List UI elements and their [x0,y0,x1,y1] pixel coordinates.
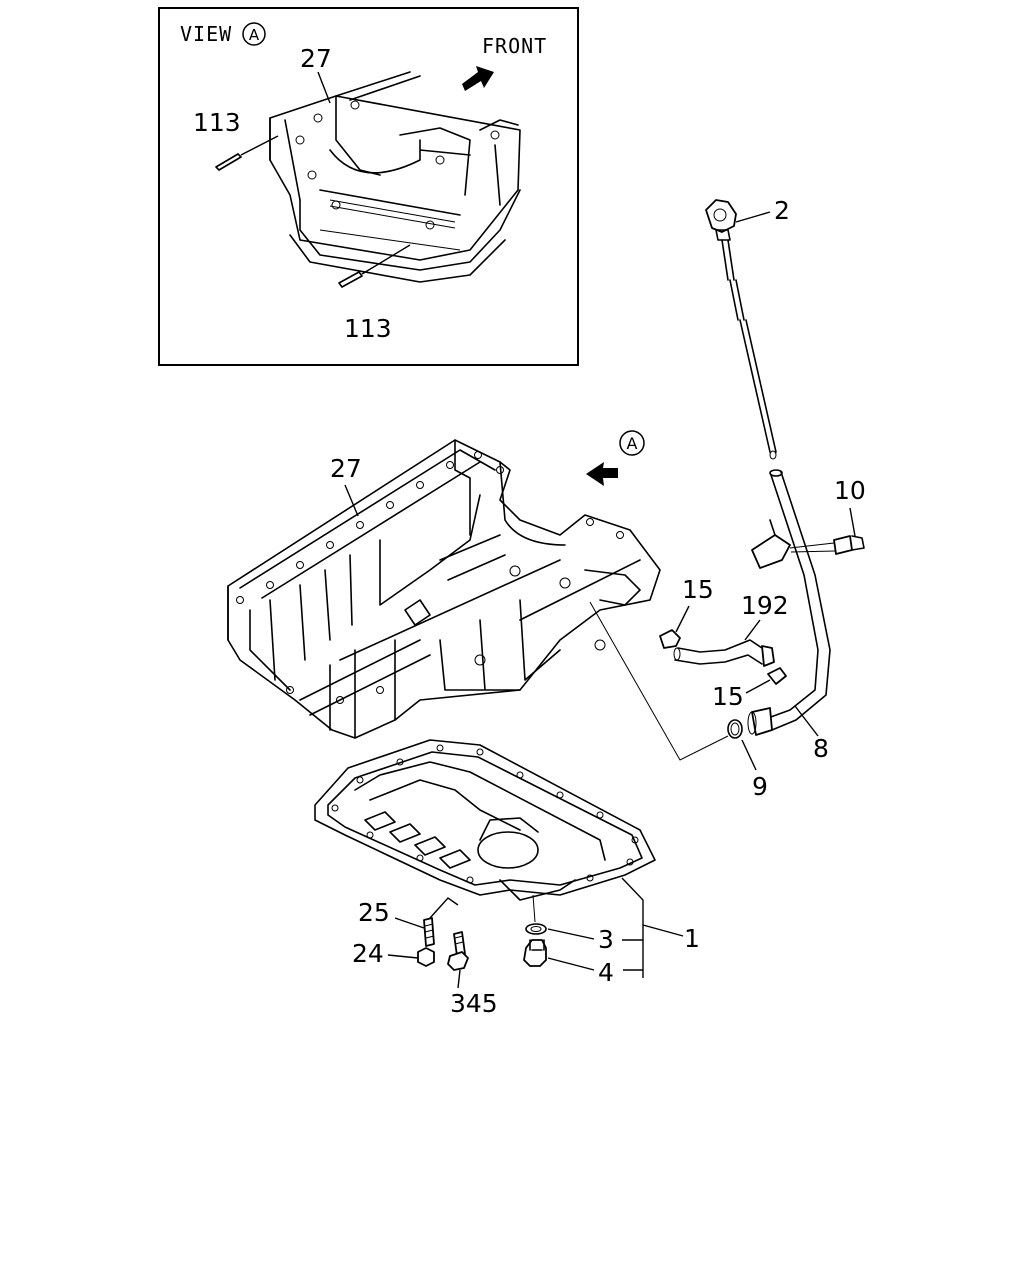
inset-view-label: VIEW [180,22,232,46]
callout-2: 2 [774,196,790,225]
drain-plug-4 [523,939,595,971]
clip-15-upper [659,605,690,649]
callout-9: 9 [752,772,768,801]
inset-frame [158,7,579,366]
bracket-bolt-10 [751,507,865,569]
callout-15-lower: 15 [712,682,744,711]
inset-callout-113-upper: 113 [193,108,241,137]
dipstick-2 [705,199,777,460]
main-view: A [227,196,866,1018]
inset-view-a: VIEW A FRONT [158,7,579,366]
callout-24: 24 [352,939,384,968]
callout-3: 3 [598,925,614,954]
main-view-marker: A [627,434,638,453]
drain-washer-3 [525,894,595,940]
callout-25: 25 [358,898,390,927]
callout-192: 192 [741,591,789,620]
inset-callout-113-lower: 113 [344,314,392,343]
front-arrow-icon [462,66,494,91]
inset-callout-27: 27 [300,44,332,73]
callout-4: 4 [598,958,614,987]
main-view-marker-circle [619,430,645,456]
inset-cylinder-block [269,71,521,283]
guide-tube-8 [747,469,831,737]
inset-view-marker: A [249,26,260,44]
lower-crankcase-27 [227,439,661,739]
callout-10: 10 [834,476,866,505]
clip-15-lower [745,667,787,694]
callout-1: 1 [684,924,700,953]
bolt-345 [429,897,469,989]
callout-8: 8 [813,734,829,763]
callout-15-upper: 15 [682,575,714,604]
inset-view-marker-circle [242,22,266,46]
callout-345: 345 [450,989,498,1018]
oil-pan-1 [314,739,656,901]
inset-pin-113-upper [215,153,242,171]
nut-24 [387,947,435,967]
inset-pin-113-lower [338,271,363,288]
hose-192 [673,619,775,667]
stud-25 [394,917,435,947]
oring-9 [589,601,757,771]
callout-27: 27 [330,454,362,483]
view-a-arrow-icon [586,462,618,486]
inset-front-label: FRONT [482,34,547,58]
